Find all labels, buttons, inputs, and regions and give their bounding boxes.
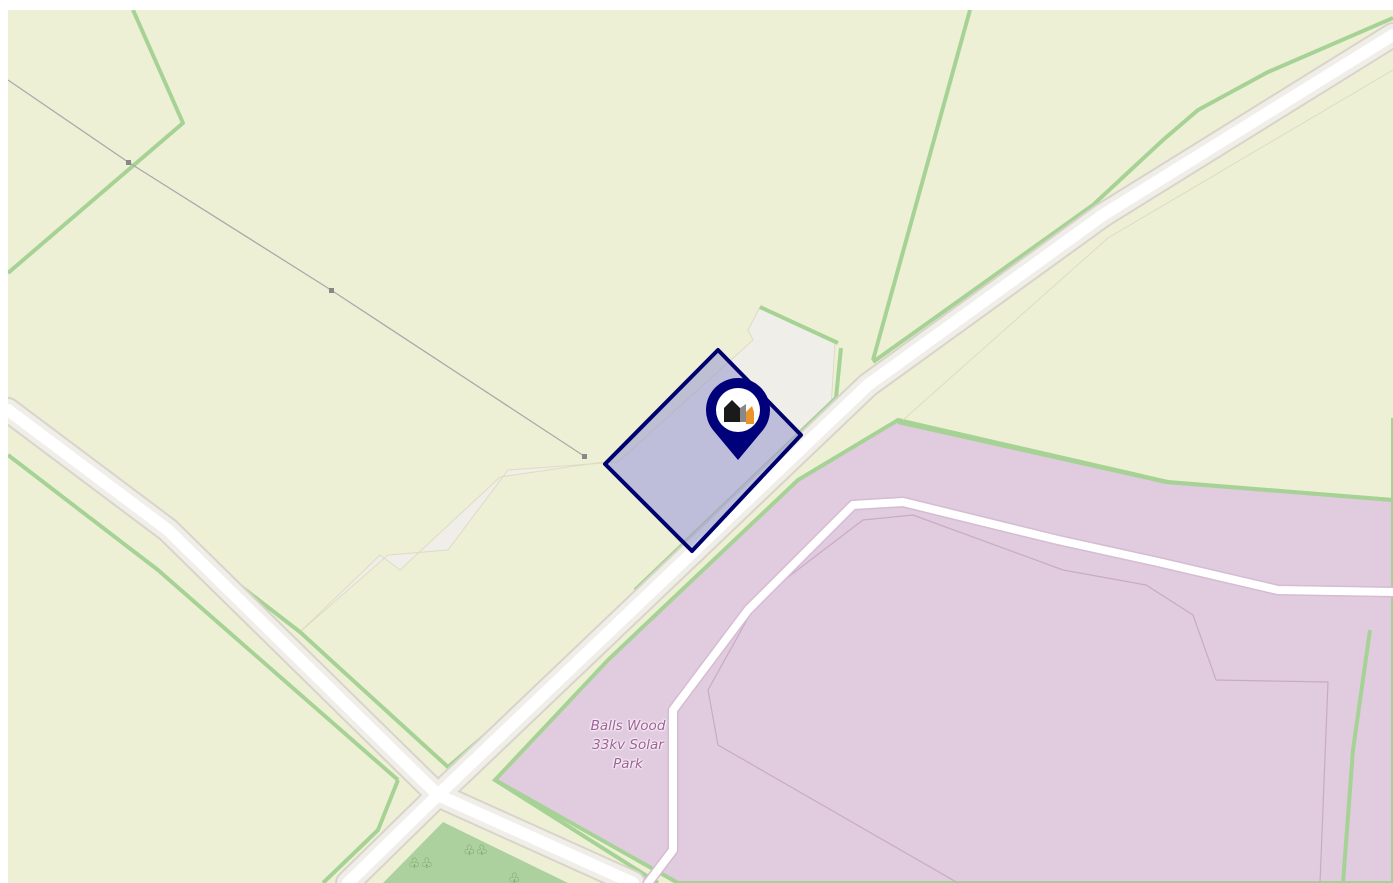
power-pylon <box>126 160 131 165</box>
map-view[interactable]: ♧♧ ♧♧ ♧ <box>8 10 1393 883</box>
field-boundary-line <box>871 10 972 361</box>
road-edge-line <box>902 69 1393 421</box>
access-road[interactable] <box>644 498 1393 883</box>
field-boundary-line <box>871 16 1393 364</box>
main-road[interactable] <box>342 29 1393 883</box>
field-boundary-line <box>759 305 839 345</box>
map-canvas[interactable]: ♧♧ ♧♧ ♧ <box>8 10 1393 883</box>
property-marker[interactable] <box>706 378 770 460</box>
roads <box>8 29 1393 883</box>
power-line-wire <box>8 79 585 457</box>
woodland-patch <box>383 822 568 883</box>
field-boundary-line <box>321 779 400 883</box>
field-boundary-line <box>897 418 1393 502</box>
house-roof-icon <box>724 400 740 422</box>
house-marker-icon <box>724 400 754 424</box>
field-boundary-line <box>1341 629 1372 883</box>
field-boundary-line <box>8 453 400 782</box>
solar-park-access-road <box>642 496 1393 883</box>
tree-icon: ♧♧ <box>463 843 488 859</box>
field-boundary-line <box>8 10 185 275</box>
secondary-road[interactable] <box>8 404 639 883</box>
solar-park-inner-boundary <box>707 514 1329 883</box>
power-line <box>8 79 587 459</box>
power-pylon <box>582 454 587 459</box>
tree-icon: ♧ <box>508 871 521 883</box>
power-pylon <box>329 288 334 293</box>
tree-icon: ♧♧ <box>408 856 433 872</box>
house-side-icon <box>740 404 746 422</box>
house-orange-icon <box>746 406 754 424</box>
field-boundary-line <box>493 778 660 883</box>
